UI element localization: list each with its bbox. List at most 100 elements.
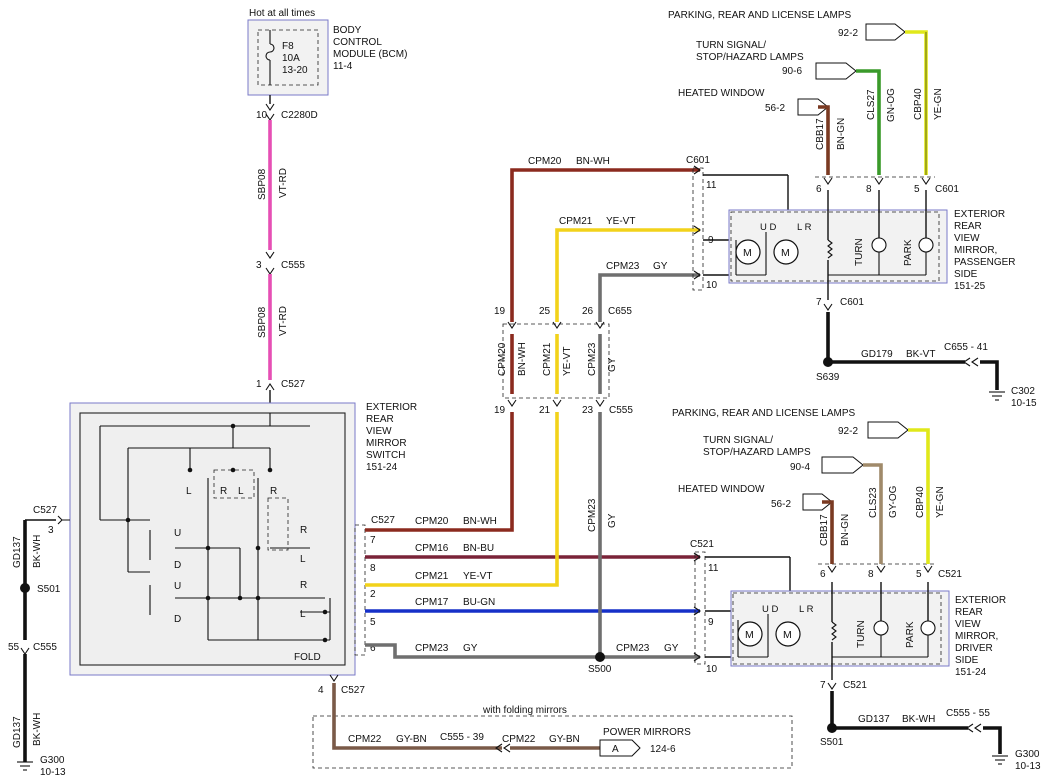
pass-cpm21-color: YE-VT — [606, 216, 635, 227]
folding-mirrors: 4 C527 with folding mirrors A POWER MIRR… — [312, 674, 793, 769]
mid-cpm21-color: YE-VT — [562, 347, 573, 376]
driver-park-label: PARK — [905, 621, 916, 648]
power-mirrors-pin-tag — [599, 739, 641, 757]
upper-heated-label: HEATED WINDOW — [678, 88, 765, 99]
c601-ground-pin: 7 — [816, 297, 822, 308]
passenger-park-bulb-icon — [918, 237, 934, 253]
bcm-label-2: CONTROL — [333, 37, 382, 48]
c655-name: C655 — [608, 306, 632, 317]
c601-right-pin-8: 8 — [866, 184, 872, 195]
c601-ground-name: C601 — [840, 297, 864, 308]
fold-cpm22-b-circuit: CPM22 — [502, 734, 536, 745]
driver-turn-label: TURN — [856, 620, 867, 648]
upper-turn-label-2: STOP/HAZARD LAMPS — [696, 52, 804, 63]
drv-cls23-circuit: CLS23 — [868, 487, 879, 518]
pass-cpm20-color: BN-WH — [576, 156, 610, 167]
mid-cpm23-color: GY — [607, 357, 618, 372]
bcm-label-1: BODY — [333, 25, 362, 36]
drv-cls23-color: GY-OG — [888, 485, 899, 518]
passenger-mirror: C601 11 9 10 EXTERIOR REAR VIEW MIRROR, … — [686, 155, 1037, 409]
g300-right-page: 10-13 — [1015, 761, 1041, 772]
sw-cpm23-circuit: CPM23 — [415, 643, 449, 654]
pass-cbp40-circuit: CBP40 — [913, 88, 924, 120]
lower-turn-ref: 90-4 — [790, 462, 810, 473]
sbp08-circuit-1: SBP08 — [257, 168, 268, 200]
sbp08-circuit-2: SBP08 — [257, 306, 268, 338]
lower-heated-ref: 56-2 — [771, 499, 791, 510]
c527-top-name: C527 — [281, 379, 305, 390]
switch-pin-5: 5 — [370, 617, 376, 628]
pass-cbp40-color: YE-GN — [933, 88, 944, 120]
driver-title-5: DRIVER — [955, 643, 993, 654]
bcm-feed-wire: 10 C2280D 3 C555 1 C527 SBP08 VT-RD SBP0… — [256, 95, 318, 403]
motor-label: M — [743, 247, 752, 259]
g300-right-label: G300 — [1015, 749, 1040, 760]
c302-page: 10-15 — [1011, 398, 1037, 409]
contact-label: L — [300, 554, 306, 565]
pass-cpm21-circuit: CPM21 — [559, 216, 593, 227]
passenger-title-2: REAR — [954, 221, 982, 232]
lower-parking-ref-tag — [867, 421, 909, 439]
s501-right-label: S501 — [820, 737, 844, 748]
c527-top-pin: 1 — [256, 379, 262, 390]
switch-title-6: 151-24 — [366, 462, 398, 473]
passenger-turn-label: TURN — [854, 238, 865, 266]
c302-label: C302 — [1011, 386, 1035, 397]
motor-label: M — [745, 629, 754, 641]
contact-label: R — [300, 525, 307, 536]
lower-heated-ref-tag — [802, 493, 833, 511]
c521-ground-name: C521 — [843, 680, 867, 691]
switch-pin-7: 7 — [370, 535, 376, 546]
s500-cpm23-circuit: CPM23 — [616, 643, 650, 654]
bcm-fuse-block: Hot at all times F8 10A 13-20 BODY CONTR… — [247, 8, 407, 96]
switch-title-3: VIEW — [366, 426, 392, 437]
sw-cpm16-color: BN-BU — [463, 543, 494, 554]
passenger-lr-label: L R — [797, 222, 812, 233]
lower-turn-label-2: STOP/HAZARD LAMPS — [703, 447, 811, 458]
motor-label: M — [783, 629, 792, 641]
driver-mirror-outer — [730, 590, 950, 667]
passenger-pin-dashes — [692, 167, 704, 291]
driver-mirror: C521 11 9 10 EXTERIOR REAR VIEW MIRROR, … — [690, 539, 1041, 772]
power-mirrors-label: POWER MIRRORS — [603, 727, 691, 738]
g300-left-label: G300 — [40, 755, 65, 766]
folding-title: with folding mirrors — [482, 705, 567, 716]
c601-right-name: C601 — [935, 184, 959, 195]
passenger-title-3: VIEW — [954, 233, 980, 244]
upper-turn-label-1: TURN SIGNAL/ — [696, 40, 766, 51]
pass-cpm23-color: GY — [653, 261, 668, 272]
passenger-title-4: MIRROR, — [954, 245, 997, 256]
fuse-icon — [265, 43, 275, 61]
passenger-heater-icon — [827, 239, 833, 259]
bcm-box — [247, 19, 329, 96]
upper-parking-ref-tag — [865, 23, 906, 41]
c521-right-name: C521 — [938, 569, 962, 580]
passenger-mirror-inner — [730, 211, 940, 282]
drv-ground-color: BK-WH — [902, 714, 935, 725]
contact-label: R — [270, 486, 277, 497]
pass-ground-circuit: GD179 — [861, 349, 893, 360]
c527-bottom-name: C527 — [341, 685, 365, 696]
passenger-pin-10: 10 — [706, 280, 718, 291]
sw-cpm20-circuit: CPM20 — [415, 516, 449, 527]
c555-left-pin: 55 — [8, 642, 20, 653]
passenger-refs: PARKING, REAR AND LICENSE LAMPS 92-2 TUR… — [668, 10, 944, 175]
passenger-mirror-outer — [728, 209, 948, 284]
driver-heater-icon — [831, 621, 837, 641]
c555-upper-name: C555 — [281, 260, 305, 271]
switch-pin-dashes — [354, 524, 366, 656]
contact-label: L — [300, 609, 306, 620]
c601-right-pin-5: 5 — [914, 184, 920, 195]
pass-cpm20-circuit: CPM20 — [528, 156, 562, 167]
upper-parking-ref: 92-2 — [838, 28, 858, 39]
sw-cpm17-circuit: CPM17 — [415, 597, 449, 608]
switch-title-5: SWITCH — [366, 450, 405, 461]
bcm-label-4: 11-4 — [333, 61, 353, 72]
upper-heated-ref: 56-2 — [765, 103, 785, 114]
passenger-ud-label: U D — [760, 222, 777, 233]
c601-top-name: C601 — [686, 155, 710, 166]
passenger-title-6: SIDE — [954, 269, 978, 280]
switch-contact-labels: L R L R U D U D R L R L — [174, 486, 307, 625]
sbp08-color-1: VT-RD — [278, 168, 289, 198]
